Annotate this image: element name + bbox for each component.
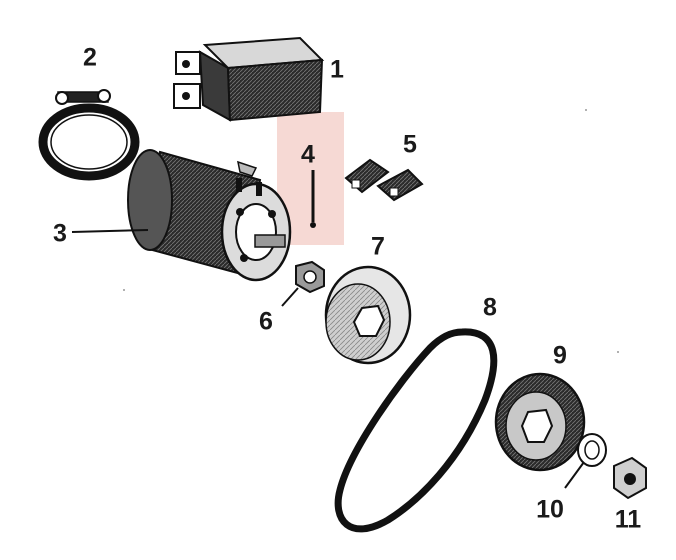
- part-5-brushes: [344, 158, 424, 202]
- callout-1: 1: [330, 55, 344, 84]
- part-9-pulley: [494, 372, 586, 472]
- callout-3: 3: [53, 219, 67, 248]
- print-specks: [123, 109, 619, 353]
- part-2-clamp: [38, 89, 140, 181]
- callout-8: 8: [483, 293, 497, 322]
- callout-5: 5: [403, 130, 417, 159]
- part-1-regulator: [173, 36, 325, 122]
- part-3-generator: [71, 149, 292, 282]
- callout-11: 11: [614, 505, 642, 534]
- part-6-nut: [281, 260, 325, 307]
- callout-2: 2: [83, 43, 97, 72]
- part-7-pulley: [324, 265, 412, 365]
- callout-10: 10: [536, 495, 564, 524]
- part-11-nut: [613, 456, 647, 500]
- callout-4: 4: [301, 140, 315, 169]
- part-10-washer: [564, 433, 607, 489]
- callout-6: 6: [259, 307, 273, 336]
- callout-7: 7: [371, 232, 385, 261]
- callout-9: 9: [553, 341, 567, 370]
- part-4-pin: [310, 170, 316, 228]
- part-8-belt: [334, 328, 498, 533]
